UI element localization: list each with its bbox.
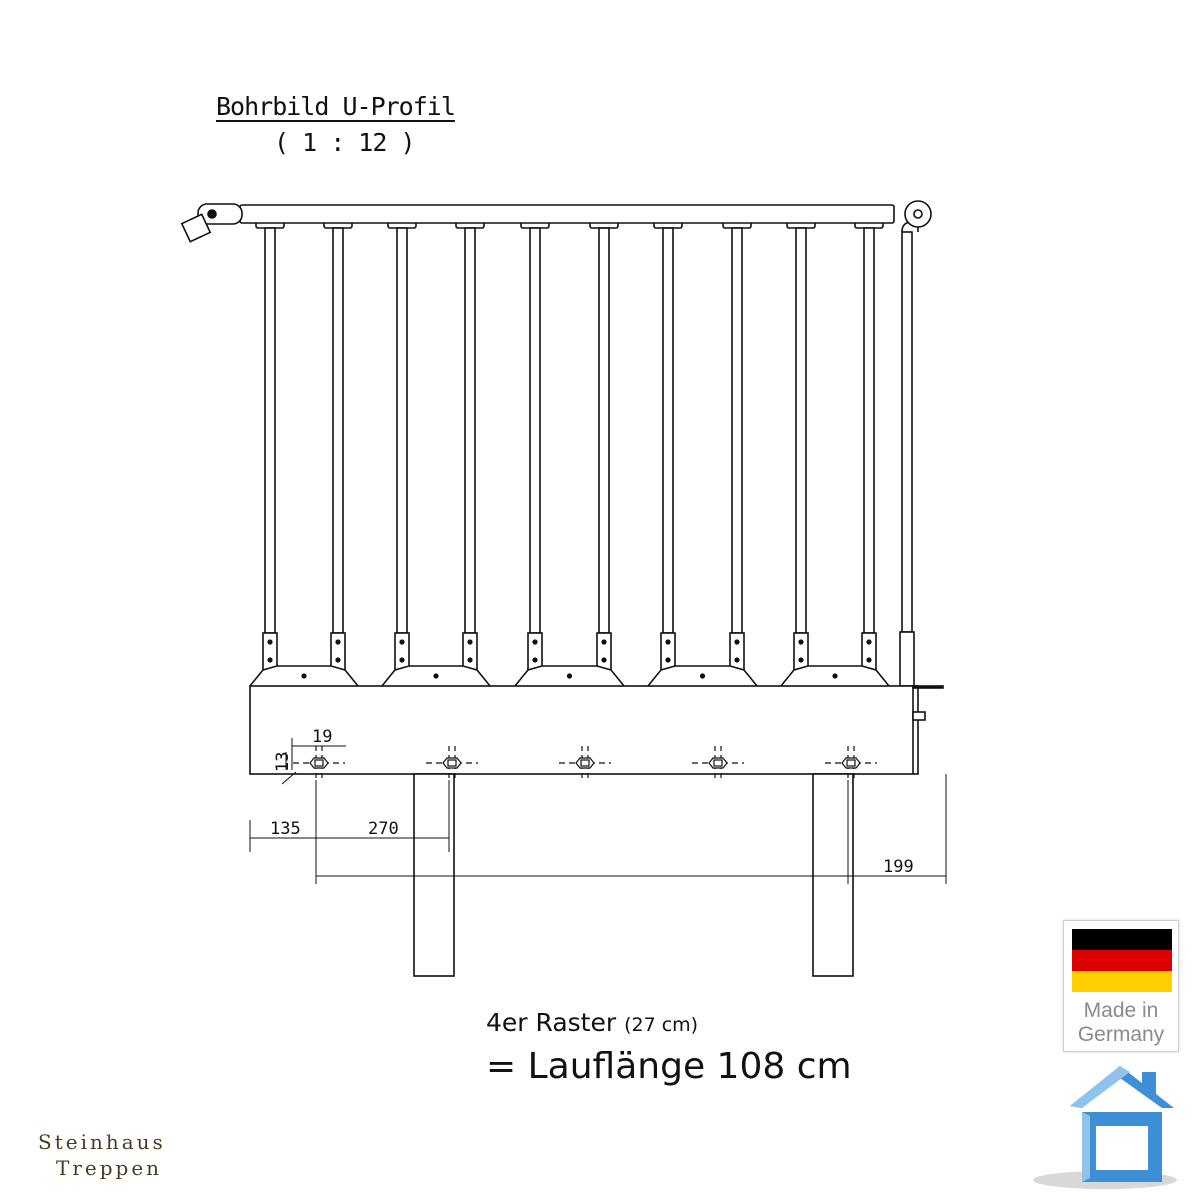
baluster-6 [589, 221, 619, 687]
drill-hole-2 [426, 746, 478, 780]
drill-hole-3 [559, 746, 611, 780]
baluster-10 [854, 221, 884, 687]
bracket-plate-5 [780, 665, 890, 687]
baluster-9 [786, 221, 816, 687]
germany-flag-icon [1072, 929, 1172, 992]
dim-first-offset: 135 [270, 819, 301, 839]
made-in-text: Made in Germany [1064, 999, 1178, 1047]
bracket-plate-2 [381, 665, 491, 687]
dim-hole-width: 19 [312, 727, 332, 747]
drill-hole-5 [825, 746, 877, 780]
u-profile [249, 685, 944, 775]
dim-spacing: 270 [368, 819, 399, 839]
raster-label: 4er Raster (27 cm) [486, 1008, 698, 1037]
baluster-7 [653, 221, 683, 687]
end-post [899, 221, 919, 687]
dimension-lines [249, 738, 947, 884]
brand-line-2: Treppen [56, 1156, 163, 1180]
baluster-posts [249, 221, 919, 687]
house-logo-icon [1033, 1066, 1177, 1189]
raster-sub: (27 cm) [624, 1014, 699, 1036]
bracket-plate-4 [647, 665, 758, 687]
baluster-5 [520, 221, 550, 687]
raster-main: 4er Raster [486, 1008, 617, 1037]
baluster-2 [323, 221, 353, 687]
run-length: = Lauflänge 108 cm [486, 1046, 852, 1087]
bracket-plate-3 [514, 665, 625, 687]
drill-holes [293, 746, 877, 780]
made-in-line-1: Made in [1083, 999, 1159, 1022]
made-in-germany-badge: Made in Germany [1063, 920, 1179, 1052]
handrail [180, 200, 932, 243]
bracket-plate-1 [249, 665, 359, 687]
drawing-title: Bohrbild U-Profil [216, 92, 456, 121]
dim-hole-height: 13 [273, 752, 293, 772]
baluster-1 [255, 221, 285, 687]
baluster-4 [455, 221, 485, 687]
brand-line-1: Steinhaus [38, 1130, 166, 1154]
drill-hole-4 [692, 746, 744, 780]
baluster-3 [387, 221, 417, 687]
drawing-scale: ( 1 : 12 ) [274, 128, 416, 157]
baluster-8 [722, 221, 752, 687]
dim-end-offset: 199 [883, 857, 914, 877]
made-in-line-2: Germany [1077, 1023, 1165, 1046]
stringer-legs [413, 773, 854, 977]
drill-hole-1 [293, 746, 345, 780]
